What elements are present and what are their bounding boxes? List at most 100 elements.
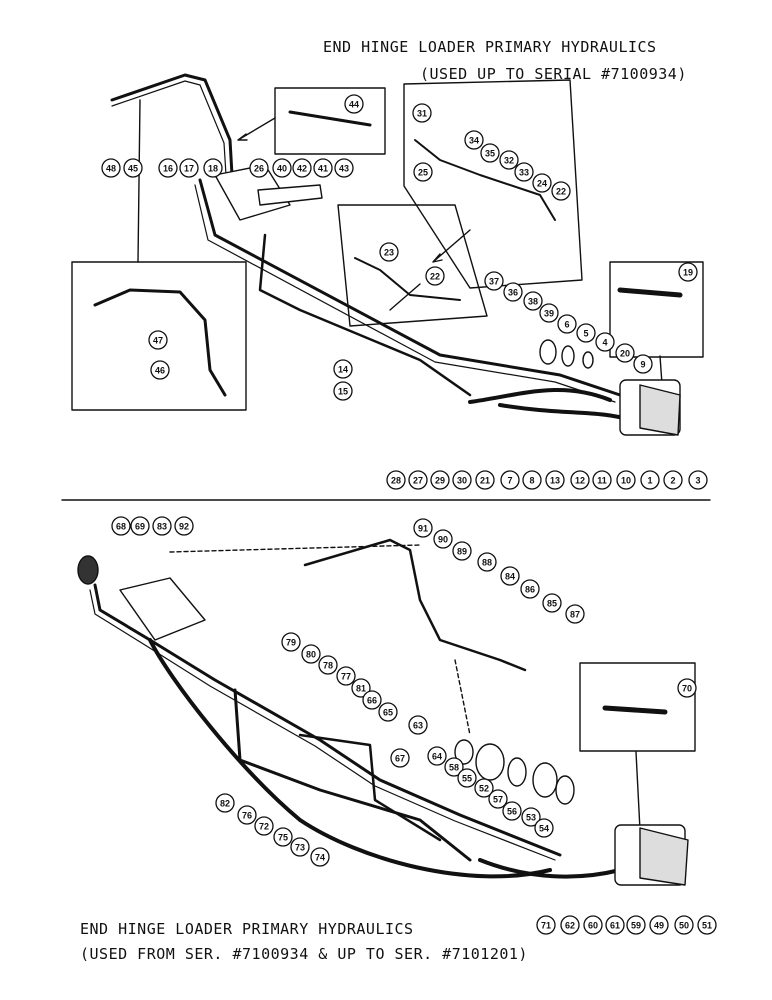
callout-label: 63: [413, 721, 423, 731]
callout-label: 51: [702, 921, 712, 931]
callout-43: 43: [334, 158, 354, 178]
callout-8: 8: [522, 470, 542, 490]
callout-25: 25: [413, 162, 433, 182]
callout-label: 11: [597, 476, 607, 486]
callout-27: 27: [408, 470, 428, 490]
callout-59: 59: [626, 915, 646, 935]
callout-87: 87: [565, 604, 585, 624]
callout-label: 58: [449, 763, 459, 773]
callout-70: 70: [677, 678, 697, 698]
callout-label: 14: [338, 365, 348, 375]
callout-75: 75: [273, 827, 293, 847]
callout-91: 91: [413, 518, 433, 538]
inset-box-46-47: [71, 261, 247, 411]
inset-box-23-22: [337, 204, 488, 327]
callout-label: 1: [647, 476, 652, 486]
callout-label: 54: [539, 824, 549, 834]
callout-label: 89: [457, 547, 467, 557]
callout-label: 80: [306, 650, 316, 660]
callout-24: 24: [532, 173, 552, 193]
callout-label: 25: [418, 168, 428, 178]
callout-82: 82: [215, 793, 235, 813]
callout-label: 83: [157, 522, 167, 532]
callout-label: 33: [519, 168, 529, 178]
callout-label: 85: [547, 599, 557, 609]
callout-64: 64: [427, 746, 447, 766]
callout-label: 22: [556, 187, 566, 197]
callout-label: 74: [315, 853, 325, 863]
callout-74: 74: [310, 847, 330, 867]
callout-53: 53: [521, 807, 541, 827]
callout-label: 53: [526, 813, 536, 823]
callout-label: 56: [507, 807, 517, 817]
callout-label: 31: [417, 109, 427, 119]
callout-66: 66: [362, 690, 382, 710]
callout-38: 38: [523, 291, 543, 311]
callout-7: 7: [500, 470, 520, 490]
callout-63: 63: [408, 715, 428, 735]
callout-label: 36: [508, 288, 518, 298]
inset-box-19: [609, 261, 704, 358]
callout-label: 66: [367, 696, 377, 706]
callout-62: 62: [560, 915, 580, 935]
callout-28: 28: [386, 470, 406, 490]
callout-label: 7: [507, 476, 512, 486]
callout-label: 86: [525, 585, 535, 595]
callout-51: 51: [697, 915, 717, 935]
callout-36: 36: [503, 282, 523, 302]
callout-83: 83: [152, 516, 172, 536]
callout-label: 46: [155, 366, 165, 376]
callout-label: 34: [469, 136, 479, 146]
callout-58: 58: [444, 757, 464, 777]
callout-label: 3: [695, 476, 700, 486]
callout-label: 23: [384, 248, 394, 258]
callout-84: 84: [500, 566, 520, 586]
callout-label: 45: [128, 164, 138, 174]
callout-14: 14: [333, 359, 353, 379]
callout-34: 34: [464, 130, 484, 150]
callout-label: 9: [640, 360, 645, 370]
callout-67: 67: [390, 748, 410, 768]
callout-41: 41: [313, 158, 333, 178]
callout-label: 19: [683, 268, 693, 278]
callout-60: 60: [583, 915, 603, 935]
callout-label: 72: [259, 822, 269, 832]
callout-label: 82: [220, 799, 230, 809]
callout-52: 52: [474, 778, 494, 798]
callout-label: 88: [482, 558, 492, 568]
callout-12: 12: [570, 470, 590, 490]
callout-30: 30: [452, 470, 472, 490]
callout-46: 46: [150, 360, 170, 380]
callout-label: 76: [242, 811, 252, 821]
callout-label: 42: [297, 164, 307, 174]
callout-label: 16: [163, 164, 173, 174]
callout-label: 39: [544, 309, 554, 319]
callout-label: 69: [135, 522, 145, 532]
callout-label: 41: [318, 164, 328, 174]
callout-label: 62: [565, 921, 575, 931]
callout-48: 48: [101, 158, 121, 178]
callout-61: 61: [605, 915, 625, 935]
callout-label: 26: [254, 164, 264, 174]
callout-23: 23: [379, 242, 399, 262]
callout-label: 12: [575, 476, 585, 486]
callout-71: 71: [536, 915, 556, 935]
callout-label: 52: [479, 784, 489, 794]
callout-33: 33: [514, 162, 534, 182]
callout-label: 17: [184, 164, 194, 174]
callout-label: 81: [356, 684, 366, 694]
callout-label: 21: [480, 476, 490, 486]
callout-10: 10: [616, 470, 636, 490]
callout-81: 81: [351, 678, 371, 698]
callout-13: 13: [545, 470, 565, 490]
callout-20: 20: [615, 343, 635, 363]
inset-box-31-22: [403, 79, 583, 289]
callout-label: 67: [395, 754, 405, 764]
callout-68: 68: [111, 516, 131, 536]
callout-44: 44: [344, 94, 364, 114]
callout-label: 4: [602, 338, 607, 348]
callout-label: 77: [341, 672, 351, 682]
callout-73: 73: [290, 837, 310, 857]
